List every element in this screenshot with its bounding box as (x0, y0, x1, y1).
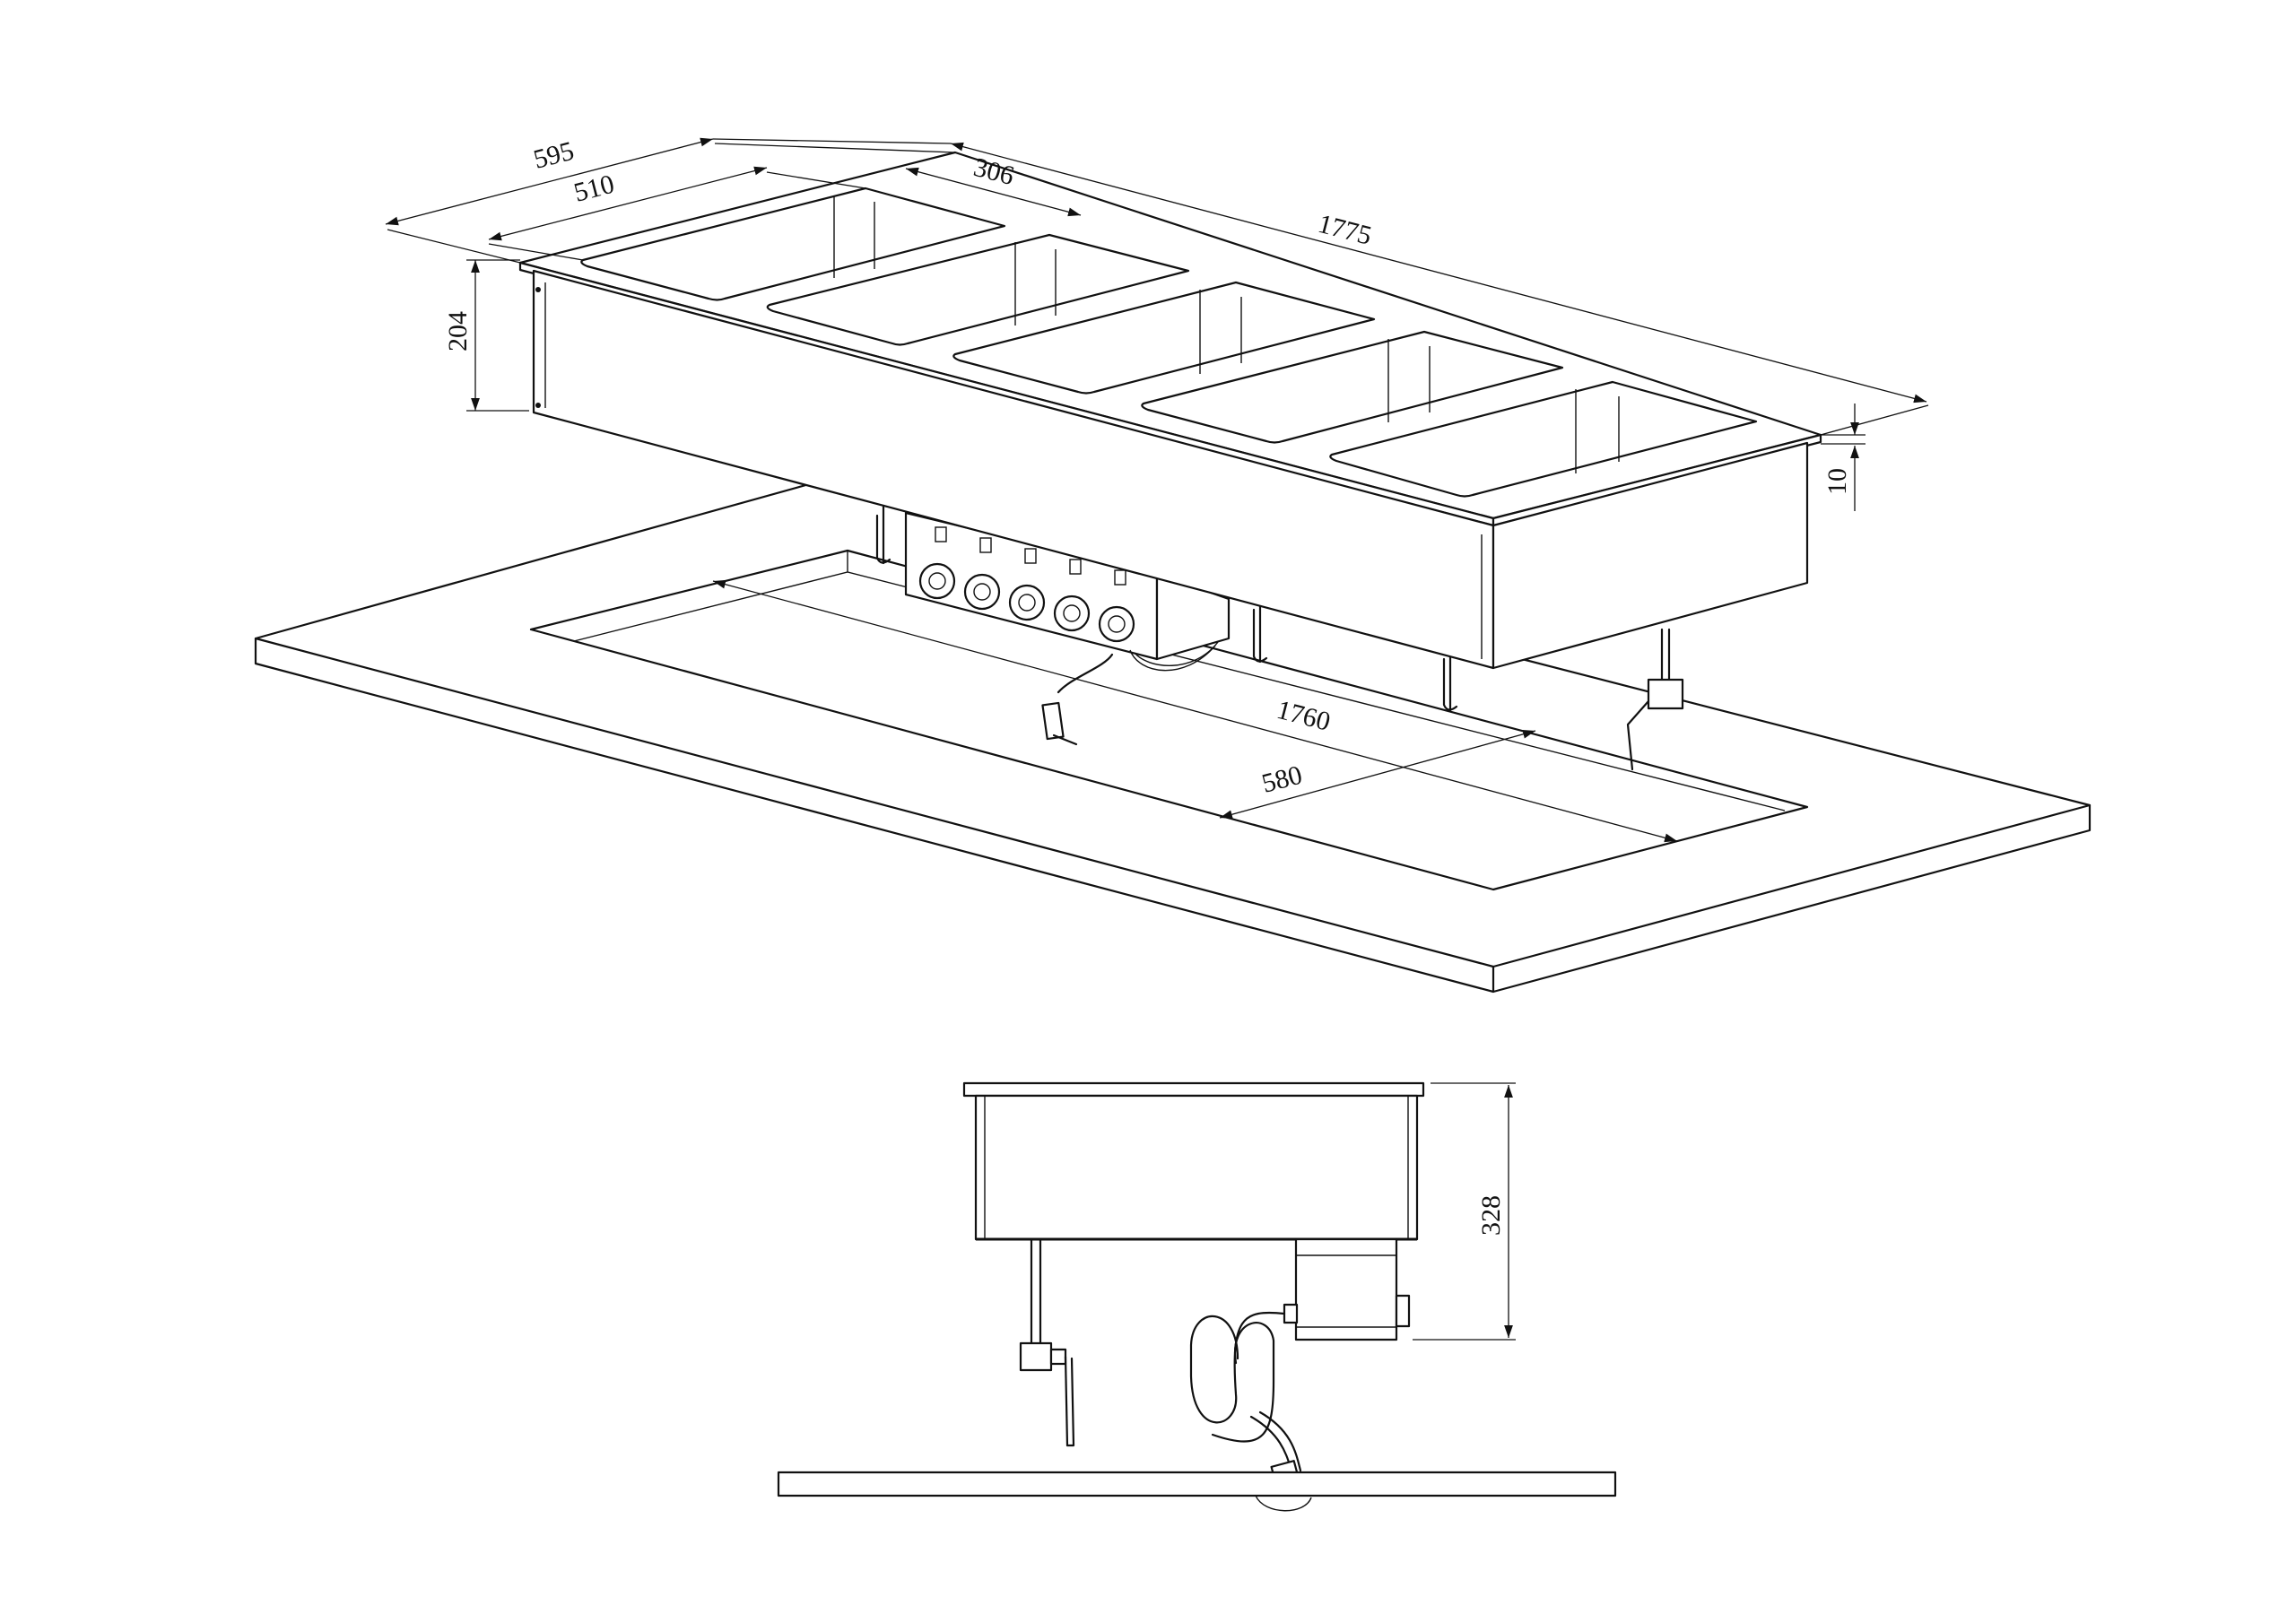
well-1 (580, 187, 1006, 301)
dim-580-label: 580 (1258, 760, 1305, 799)
elevation-control-box (1283, 1237, 1411, 1341)
side-elevation-view: 328 (777, 1081, 1617, 1512)
elevation-body (974, 1094, 1419, 1241)
dim-10-label: 10 (1822, 468, 1852, 495)
dim-1760-label: 1760 (1274, 695, 1333, 737)
dimension-lines (385, 137, 1929, 843)
dim-204-label: 204 (443, 311, 473, 352)
dim-595-label: 595 (530, 136, 577, 175)
isometric-view: 595 510 306 1775 204 10 1760 580 (254, 136, 2092, 994)
elevation-drain-valve (1019, 1237, 1075, 1447)
elevation-flange (962, 1081, 1425, 1098)
elevation-countertop (777, 1471, 1617, 1497)
dim-510-label: 510 (570, 169, 617, 208)
elevation-dimension: 328 (1413, 1082, 1516, 1341)
well-5 (1329, 380, 1758, 498)
countertop (254, 478, 2092, 994)
dim-1775-label: 1775 (1315, 209, 1374, 251)
dim-328-label: 328 (1476, 1195, 1506, 1236)
